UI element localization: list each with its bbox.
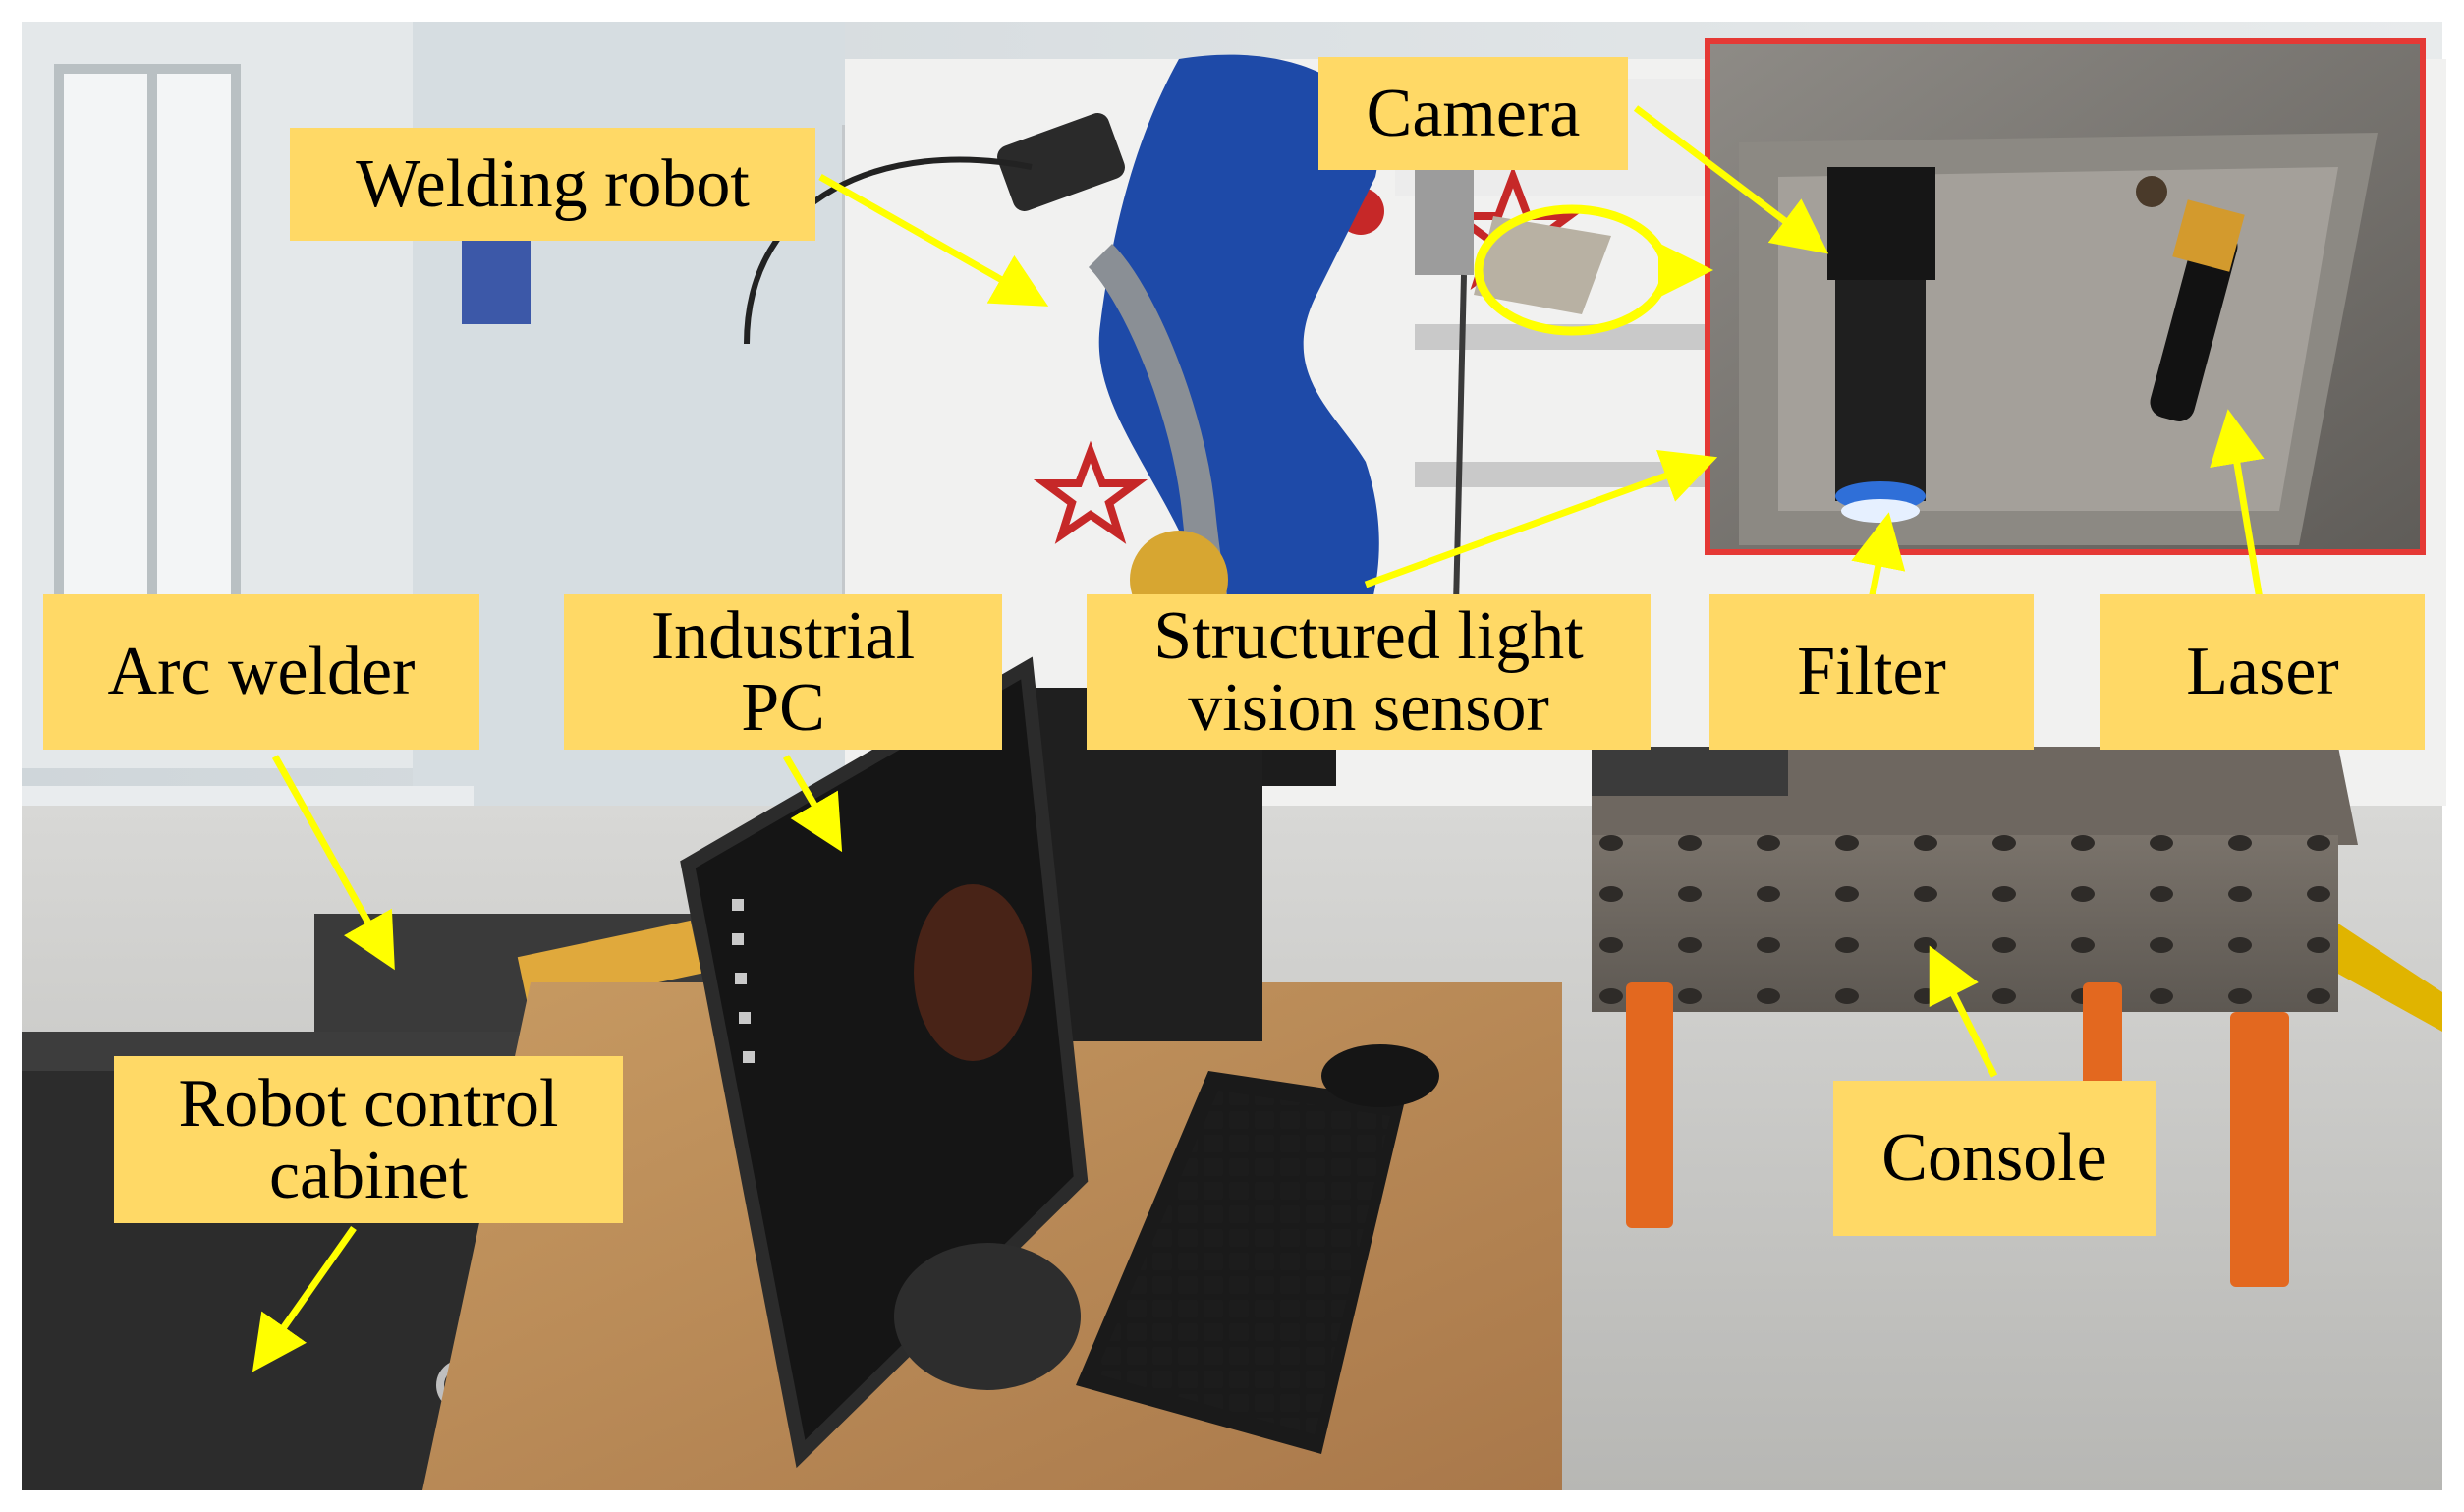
inset-lens: [1835, 280, 1926, 501]
arrow-console: [1929, 945, 1998, 1078]
sensor-inset-photo: [1705, 38, 2426, 555]
label-camera: Camera: [1318, 57, 1628, 170]
arrow-welding-robot: [818, 173, 1049, 307]
label-arc-welder: Arc welder: [43, 594, 479, 750]
inset-laser-module: [2150, 227, 2238, 421]
label-filter: Filter: [1709, 594, 2034, 750]
label-structured-light-sensor: Structured light vision sensor: [1087, 594, 1651, 750]
mouse: [1321, 1044, 1439, 1107]
label-console: Console: [1833, 1081, 2156, 1236]
keyboard: [1076, 1071, 1405, 1454]
monitor: [680, 656, 1089, 1469]
arrow-structured-light: [1364, 449, 1718, 588]
arrow-industrial-pc: [782, 755, 843, 853]
arrow-control-cabinet: [252, 1225, 357, 1372]
label-robot-control-cabinet: Robot control cabinet: [114, 1056, 623, 1223]
arrow-camera: [1633, 105, 1829, 254]
arrow-laser: [2210, 409, 2265, 600]
arrow-filter: [1851, 512, 1906, 600]
annotation-arrows: [252, 105, 2265, 1372]
inset-camera-body: [1827, 167, 1935, 280]
label-laser: Laser: [2100, 594, 2425, 750]
label-welding-robot: Welding robot: [290, 128, 815, 241]
label-industrial-pc: Industrial PC: [564, 594, 1002, 750]
arrow-arc-welder: [271, 755, 395, 971]
floor-marking: [2319, 924, 2442, 1032]
